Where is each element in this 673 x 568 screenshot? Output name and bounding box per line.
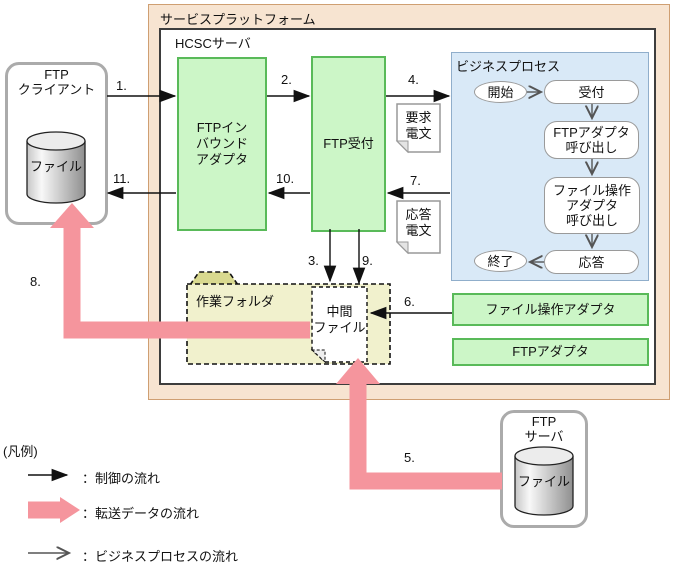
step-label-2: 2. [281,72,292,87]
ftp-inbound-adapter-box: FTPイン バウンド アダプタ [177,57,267,231]
hcsc-server-title: HCSCサーバ [175,36,251,51]
bp-start-node: 開始 [474,81,527,103]
step-label-5: 5. [404,450,415,465]
ftp-server-title: FTP サーバ [524,414,564,444]
step-label-8: 8. [30,274,41,289]
work-folder-title: 作業フォルダ [196,294,275,309]
response-message-label: 応答 電文 [405,207,432,238]
service-platform-title: サービスプラットフォーム [160,12,316,27]
legend-title: (凡例) [3,444,38,459]
request-message-label: 要求 電文 [405,110,432,141]
business-process-title: ビジネスプロセス [456,59,561,74]
bp-file-op-adapter-call-node: ファイル操作 アダプタ 呼び出し [544,177,640,234]
step-label-7: 7. [410,173,421,188]
ftp-adapter-box: FTPアダプタ [452,338,649,366]
ftp-client-file-label: ファイル [29,159,82,174]
step-label-6: 6. [404,294,415,309]
step-label-1: 1. [116,78,127,93]
legend-transfer-arrow-icon [28,497,80,523]
bp-response-node: 応答 [544,250,639,274]
intermediate-file-label: 中間 ファイル [313,304,366,335]
ftp-reception-box: FTP受付 [311,56,386,232]
file-operation-adapter-box: ファイル操作アダプタ [452,293,649,326]
bp-reception-node: 受付 [544,80,639,104]
bp-ftp-adapter-call-node: FTPアダプタ 呼び出し [544,121,639,159]
ftp-server-file-label: ファイル [517,474,570,489]
step-label-9: 9. [362,253,373,268]
step-label-10: 10. [276,171,295,186]
ftp-client-title: FTP クライアント [17,67,96,97]
legend-label-transfer-data-flow: ：転送データの流れ [82,506,200,521]
step-label-11: 11. [113,171,131,186]
legend-label-business-process-flow: ：ビジネスプロセスの流れ [82,549,239,564]
bp-end-node: 終了 [474,250,527,272]
step-label-3: 3. [308,253,319,268]
step-label-4: 4. [408,72,419,87]
legend-label-control-flow: ：制御の流れ [82,471,161,486]
